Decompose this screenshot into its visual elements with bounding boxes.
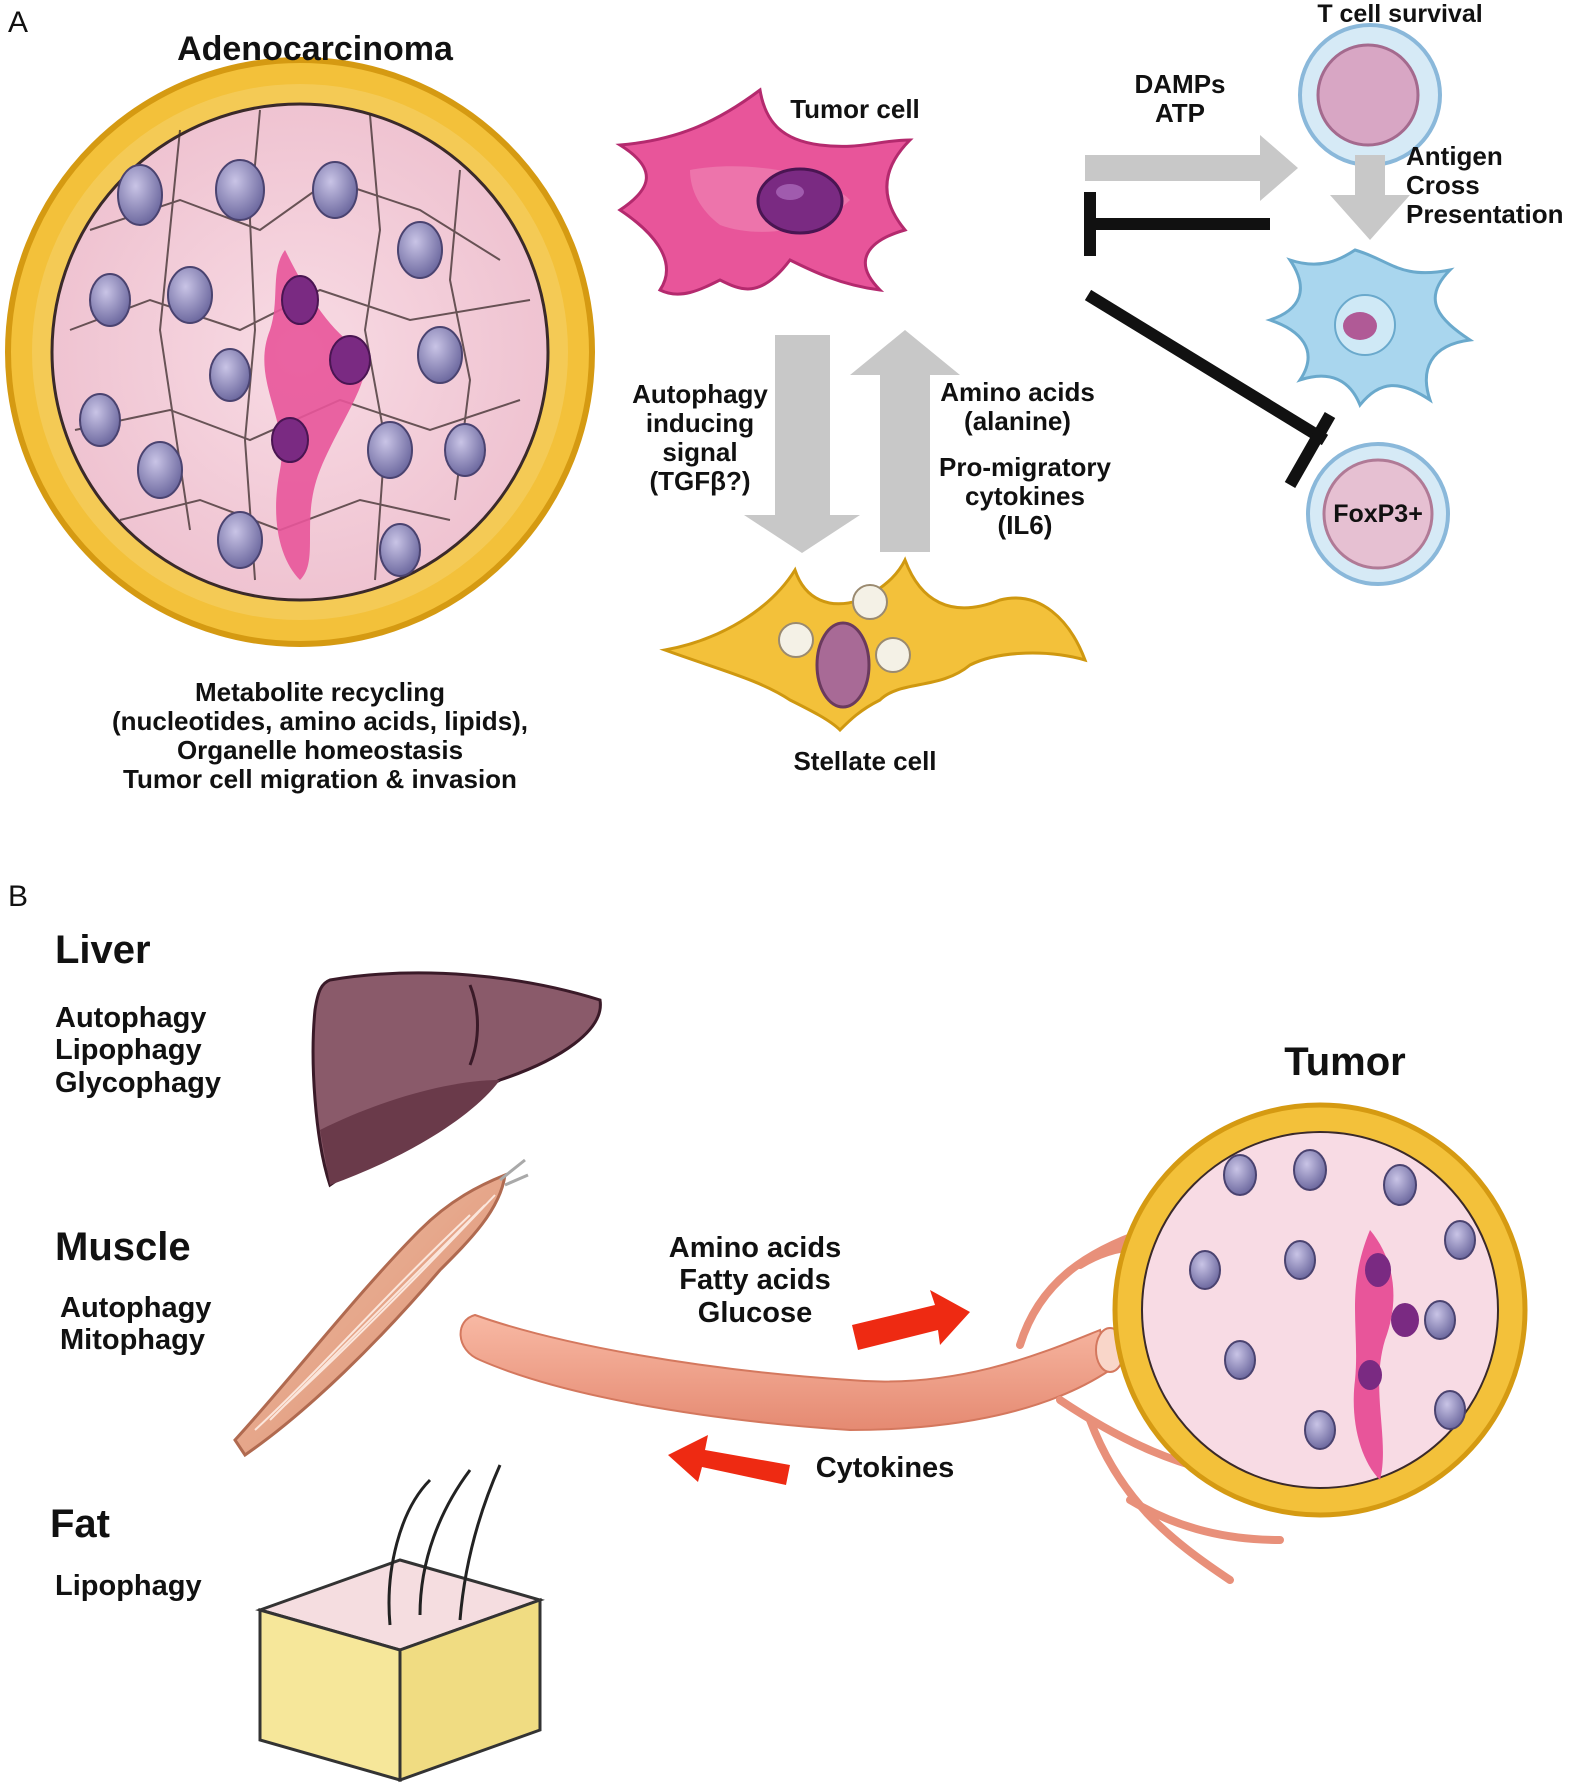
panel-label-b: B (8, 880, 29, 913)
tumor-title: Tumor (1284, 1040, 1406, 1084)
liver-title: Liver (55, 928, 151, 972)
antigen-presentation-arrow (1330, 155, 1410, 240)
foxp3-cell-illustration (1306, 442, 1450, 586)
fat-items: Lipophagy (55, 1570, 202, 1602)
panel-label-a: A (8, 6, 29, 39)
inhibition-bar-tumor (1084, 192, 1270, 256)
liver-illustration (311, 971, 602, 1188)
amino-acids-label: Amino acids (alanine) (940, 377, 1095, 437)
nutrients-label: Amino acids Fatty acids Glucose (668, 1232, 842, 1329)
cytokines-label: Cytokines (815, 1452, 955, 1484)
muscle-title: Muscle (55, 1225, 191, 1269)
fat-title: Fat (50, 1502, 110, 1546)
dendritic-cell-illustration (1265, 248, 1475, 408)
autophagy-signal-label: Autophagy inducing signal (TGFβ?) (632, 379, 768, 497)
pro-migratory-label: Pro-migratory cytokines (IL6) (939, 452, 1111, 541)
liver-items: Autophagy Lipophagy Glycophagy (55, 1002, 221, 1099)
tumor-illustration (1112, 1102, 1528, 1518)
muscle-illustration (233, 1158, 529, 1458)
muscle-items: Autophagy Mitophagy (60, 1292, 212, 1357)
inhibition-line-foxp3 (1084, 289, 1336, 488)
damps-arrow (1085, 135, 1298, 201)
foxp3-label: FoxP3+ (1333, 500, 1423, 528)
stellate-cell-illustration (659, 556, 1088, 733)
t-cell-survival-label: T cell survival (1317, 0, 1483, 28)
adenocarcinoma-title: Adenocarcinoma (177, 30, 453, 68)
autophagy-signal-arrow (744, 335, 860, 553)
adenocarcinoma-caption: Metabolite recycling (nucleotides, amino… (111, 677, 529, 795)
tumor-cell-label: Tumor cell (790, 94, 920, 124)
cytokines-red-arrow (668, 1435, 790, 1485)
amino-acid-arrow (850, 330, 960, 552)
tumor-cell-illustration (615, 87, 914, 296)
adenocarcinoma-illustration (5, 57, 595, 647)
nutrients-red-arrow (852, 1290, 970, 1350)
fat-illustration (255, 1464, 545, 1783)
antigen-presentation-label: Antigen Cross Presentation (1406, 141, 1564, 230)
damps-label: DAMPs ATP (1134, 69, 1226, 129)
stellate-cell-label: Stellate cell (793, 746, 937, 776)
